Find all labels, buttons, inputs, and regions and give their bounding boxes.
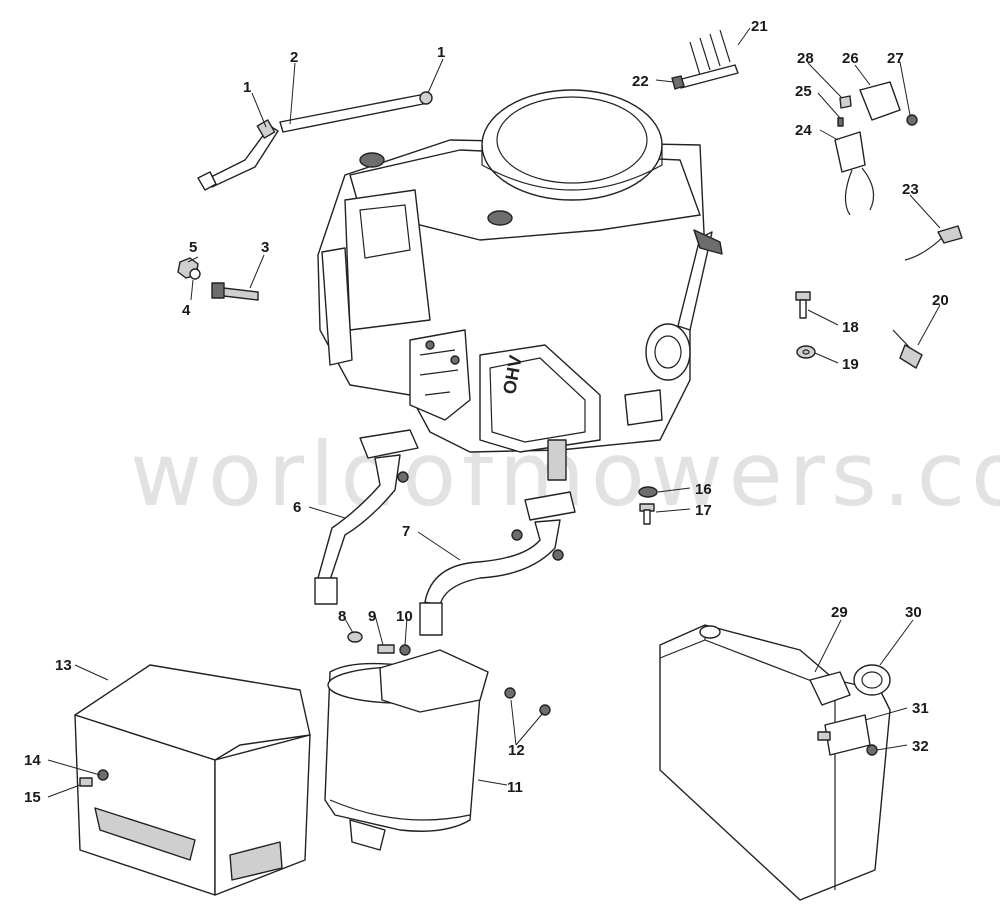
breather-hose xyxy=(279,94,424,133)
bracket-26 xyxy=(859,81,901,121)
stud-nut-group xyxy=(177,257,259,301)
callout-12: 12 xyxy=(508,742,525,759)
fuel-tank-assembly xyxy=(659,624,891,901)
throttle-bracket-group xyxy=(834,81,918,216)
nut-bolt-16-17 xyxy=(638,486,658,525)
callout-1: 1 xyxy=(437,44,445,61)
carburettor xyxy=(409,329,471,421)
callout-2: 2 xyxy=(290,49,298,66)
callout-5: 5 xyxy=(189,239,197,256)
leader-lines xyxy=(47,27,941,798)
callout-8: 8 xyxy=(338,608,346,625)
muffler-bracket xyxy=(379,649,489,713)
gasket-7 xyxy=(524,491,576,521)
callout-30: 30 xyxy=(905,604,922,621)
filler-neck xyxy=(809,671,851,706)
callout-28: 28 xyxy=(797,50,814,67)
breather-pipe-assembly xyxy=(197,91,433,191)
callout-20: 20 xyxy=(932,292,949,309)
bolt-washer-group xyxy=(795,291,923,369)
callout-6: 6 xyxy=(293,499,301,516)
cable-23 xyxy=(904,225,963,261)
callout-15: 15 xyxy=(24,789,41,806)
callout-25: 25 xyxy=(795,83,812,100)
callout-10: 10 xyxy=(396,608,413,625)
callout-17: 17 xyxy=(695,502,712,519)
fuel-cap xyxy=(853,664,891,696)
callout-32: 32 xyxy=(912,738,929,755)
callout-9: 9 xyxy=(368,608,376,625)
callout-24: 24 xyxy=(795,122,812,139)
callout-14: 14 xyxy=(24,752,41,769)
callout-13: 13 xyxy=(55,657,72,674)
callout-27: 27 xyxy=(887,50,904,67)
exhaust-pipe-7 xyxy=(424,519,561,606)
callout-29: 29 xyxy=(831,604,848,621)
callout-19: 19 xyxy=(842,356,859,373)
callout-labels: 1 1 2 3 4 5 6 7 8 9 10 11 12 13 14 15 16… xyxy=(24,18,949,806)
callout-7: 7 xyxy=(402,523,410,540)
heat-shield-box xyxy=(74,664,311,896)
muffler-assembly xyxy=(324,631,551,851)
engine-assembly: OHV xyxy=(317,89,723,481)
bolt-spring-group xyxy=(671,29,739,90)
callout-16: 16 xyxy=(695,481,712,498)
callout-3: 3 xyxy=(261,239,269,256)
dipstick-tube xyxy=(677,231,713,331)
callout-23: 23 xyxy=(902,181,919,198)
callout-31: 31 xyxy=(912,700,929,717)
callout-26: 26 xyxy=(842,50,859,67)
callout-21: 21 xyxy=(751,18,768,35)
callout-11: 11 xyxy=(507,779,523,796)
callout-18: 18 xyxy=(842,319,859,336)
exhaust-pipes xyxy=(314,429,576,636)
callout-22: 22 xyxy=(632,73,649,90)
gasket-6 xyxy=(359,429,419,459)
callout-1: 1 xyxy=(243,79,251,96)
fuel-tank xyxy=(659,624,891,901)
cylinder-head xyxy=(479,344,601,453)
callout-4: 4 xyxy=(182,302,191,319)
